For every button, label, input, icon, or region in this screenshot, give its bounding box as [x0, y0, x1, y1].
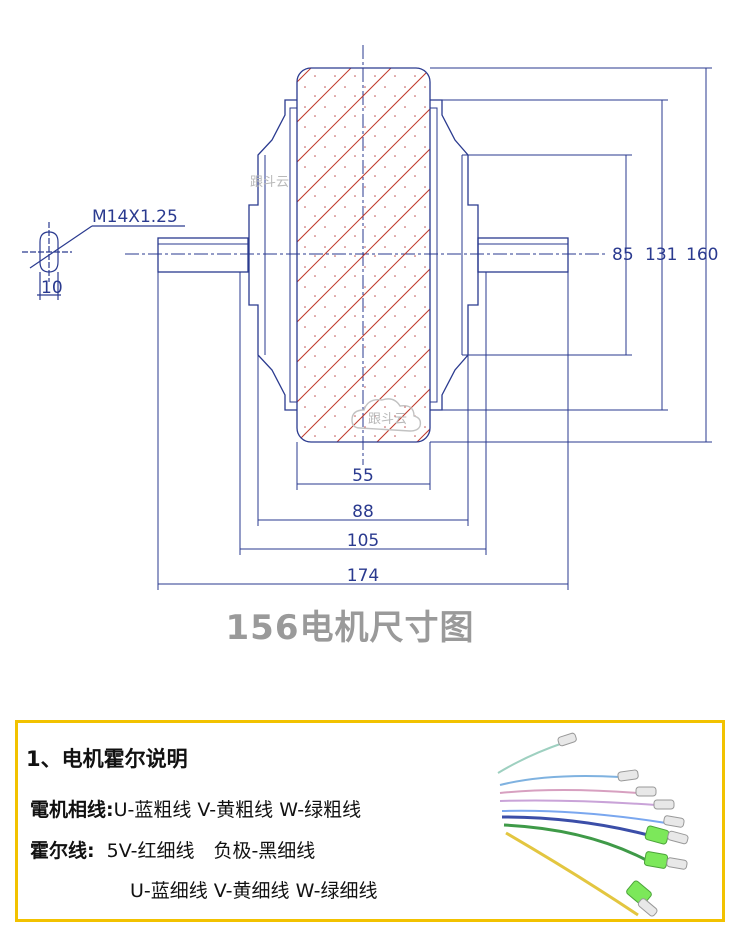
- tire-hatch-line: [297, 68, 418, 442]
- motor-wires-photo: [497, 732, 689, 917]
- tire-hatch-line: [297, 68, 378, 442]
- phase-text: U-蓝粗线 V-黄粗线 W-绿粗线: [113, 799, 362, 821]
- tire-hatch-line: [297, 68, 430, 442]
- motor-dimension-drawing: 55 88 105 174 85 131 160 M14X1.25 10 跟斗云…: [22, 45, 718, 590]
- info-heading: 1、电机霍尔说明: [26, 747, 188, 771]
- dim-88: 88: [352, 502, 374, 522]
- flat-width-label: 10: [41, 278, 63, 298]
- hall-text-2: U-蓝细线 V-黄细线 W-绿细线: [130, 880, 378, 902]
- svg-text:跟斗云: 跟斗云: [368, 412, 407, 427]
- drawing-title: 156电机尺寸图: [225, 608, 475, 648]
- right-hub: [430, 99, 479, 411]
- tire-hatch-line: [297, 68, 430, 442]
- tire-hatch-line: [297, 68, 430, 442]
- right-axle: [477, 237, 569, 273]
- left-hub-flange: [289, 107, 297, 403]
- tire-hatch-line: [376, 68, 430, 442]
- left-axle: [157, 237, 249, 273]
- watermark-top: 跟斗云: [250, 175, 289, 190]
- tire-hatch-line: [297, 68, 430, 442]
- tire-hatch-line: [297, 68, 430, 442]
- dim-55: 55: [352, 466, 374, 486]
- horizontal-dimensions: [157, 272, 569, 590]
- tire-hatch-line: [297, 68, 298, 442]
- tire-hatch-line: [297, 68, 430, 442]
- hall-label: 霍尔线:: [30, 840, 95, 862]
- hall-text-1: 5V-红细线 负极-黑细线: [106, 840, 316, 862]
- dim-160: 160: [686, 245, 718, 265]
- tire-hatch-line: [336, 68, 430, 442]
- axle-section-detail: [22, 222, 185, 300]
- vertical-dimensions: [430, 67, 712, 443]
- tire: [296, 67, 431, 443]
- hall-line: 霍尔线: 5V-红细线 负极-黑细线: [30, 836, 315, 863]
- dim-131: 131: [645, 245, 677, 265]
- right-hub-flange: [430, 107, 438, 403]
- phase-line: 電机相线:U-蓝粗线 V-黄粗线 W-绿粗线: [30, 795, 361, 822]
- dim-85: 85: [612, 245, 634, 265]
- tire-hatch-line: [416, 68, 430, 442]
- dim-174: 174: [347, 566, 379, 586]
- left-hub: [248, 99, 297, 411]
- hall-info-panel: 1、电机霍尔说明 電机相线:U-蓝粗线 V-黄粗线 W-绿粗线 霍尔线: 5V-红…: [15, 720, 725, 922]
- dim-105: 105: [347, 531, 379, 551]
- watermark-cloud: 跟斗云: [351, 398, 422, 432]
- thread-label: M14X1.25: [92, 207, 178, 227]
- tire-hatch-line: [297, 68, 338, 442]
- wire-terminals: [557, 732, 689, 917]
- phase-label: 電机相线:: [30, 799, 114, 821]
